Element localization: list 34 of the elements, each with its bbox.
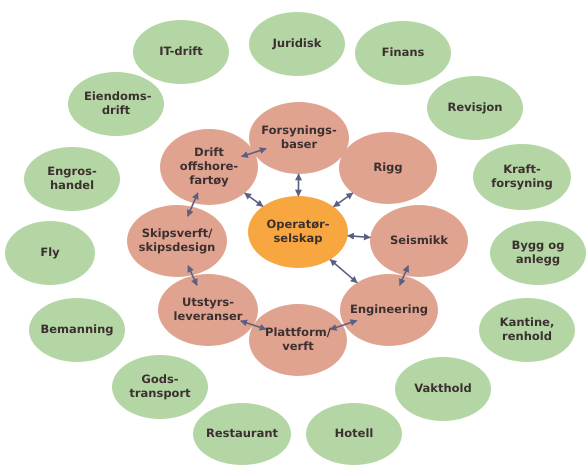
double-arrow — [398, 265, 410, 286]
node-label: Seismikk — [390, 234, 448, 248]
node-label: Kantine, renhold — [498, 316, 556, 344]
node-label: Engineering — [350, 303, 428, 317]
node-label: Vakthold — [414, 382, 472, 396]
double-arrow — [347, 232, 371, 240]
node-label: Operatør- selskap — [265, 218, 331, 246]
node-label: Drift offshore- fartøy — [178, 146, 240, 188]
node-label: Hotell — [334, 427, 374, 441]
node-label: Skipsverft/ skipsdesign — [138, 227, 216, 255]
double-arrow — [187, 265, 198, 286]
double-arrow — [240, 320, 267, 331]
node-label: Plattform/ verft — [264, 326, 332, 354]
node-label: Finans — [382, 46, 424, 60]
double-arrow — [294, 173, 302, 197]
node-label: Rigg — [373, 161, 403, 175]
node-label: Bygg og anlegg — [510, 239, 566, 267]
node-label: Forsynings- baser — [260, 124, 338, 152]
double-arrow — [186, 192, 199, 217]
node-label: Juridisk — [272, 37, 322, 51]
node-label: Kraft- forsyning — [490, 163, 554, 191]
node-label: Revisjon — [448, 101, 502, 115]
double-arrow — [330, 259, 358, 284]
node-label: IT-drift — [159, 45, 203, 59]
node-label: Fly — [40, 246, 60, 260]
double-arrow — [244, 192, 264, 208]
double-arrow — [240, 147, 267, 158]
double-arrow — [333, 192, 354, 208]
double-arrow — [330, 319, 358, 331]
node-label: Engros- handel — [46, 165, 98, 193]
node-label: Bemanning — [40, 323, 114, 337]
node-label: Utstyrs- leveranser — [172, 296, 244, 324]
node-label: Gods- transport — [129, 373, 191, 401]
node-label: Restaurant — [206, 427, 278, 441]
